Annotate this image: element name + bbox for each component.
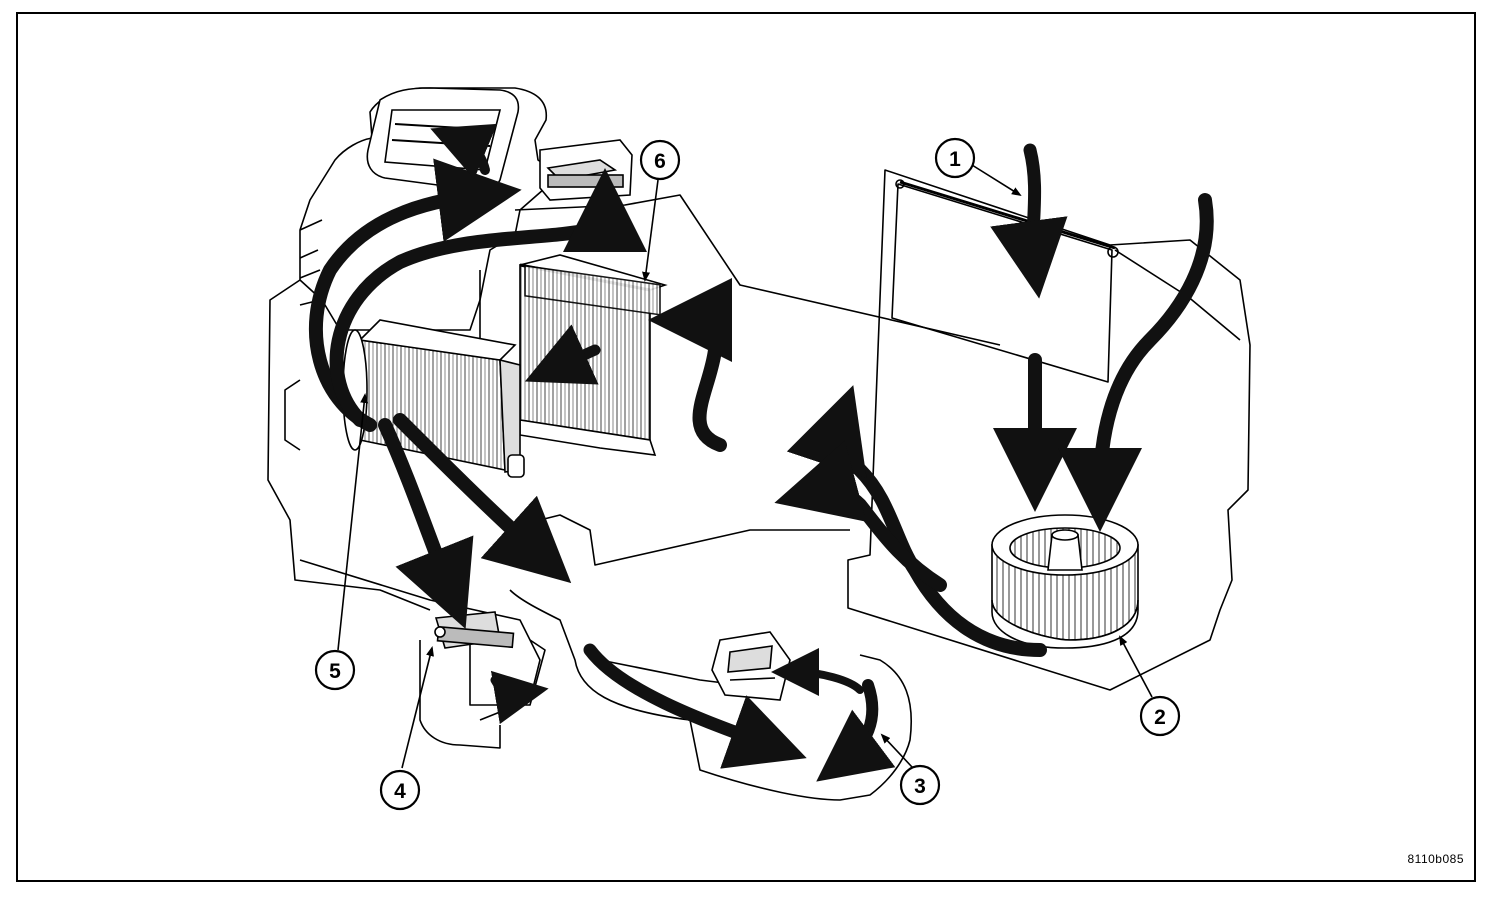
airflow-defrost-arrow xyxy=(309,158,522,432)
callouts: 1 2 3 4 5 6 xyxy=(314,137,1181,811)
defrost-outlet xyxy=(366,87,520,192)
leader-6 xyxy=(642,179,659,282)
callout-4: 4 xyxy=(379,769,421,811)
leader-3 xyxy=(880,733,913,768)
callout-5: 5 xyxy=(314,649,356,691)
callout-2: 2 xyxy=(1139,695,1181,737)
panel-outlet-door xyxy=(539,139,633,201)
figure-code: 8110b085 xyxy=(1407,852,1464,866)
airflow-side-duct-arrow xyxy=(393,413,572,584)
hvac-housing xyxy=(267,87,1251,801)
callout-1-label: 1 xyxy=(949,148,961,171)
callout-4-label: 4 xyxy=(394,780,406,803)
airflow-side-window-arrow xyxy=(771,648,864,697)
airflow-blower-outlet-arrow-2 xyxy=(774,440,947,592)
callout-leaders xyxy=(337,164,1153,769)
leader-5 xyxy=(337,393,369,651)
callout-6: 6 xyxy=(639,139,681,181)
airflow-side-duct-long-arrow xyxy=(583,643,807,769)
callout-5-label: 5 xyxy=(329,660,341,683)
figure-frame xyxy=(16,12,1476,882)
airflow-arrows xyxy=(309,123,1214,782)
floor-door xyxy=(434,611,515,649)
airflow-floor-arrow xyxy=(378,418,474,629)
airflow-evap-to-heater-arrow xyxy=(524,324,601,385)
callout-1: 1 xyxy=(934,137,976,179)
airflow-panel-arrow xyxy=(329,168,647,427)
callout-3: 3 xyxy=(899,764,941,806)
airflow-evaporator-in-arrow xyxy=(648,278,733,452)
airflow-defrost-outlet-arrow xyxy=(430,123,498,180)
callout-2-label: 2 xyxy=(1154,706,1166,729)
blower-motor-wheel xyxy=(991,514,1139,649)
airflow-intake-arrow-c xyxy=(1058,193,1214,532)
callout-6-label: 6 xyxy=(654,150,666,173)
leader-4 xyxy=(401,646,434,769)
airflow-side-outlet-arrow xyxy=(816,679,896,782)
leader-1 xyxy=(971,164,1022,197)
leader-2 xyxy=(1119,635,1153,698)
airflow-floor-outlet-arrow xyxy=(490,670,549,725)
side-window-outlet xyxy=(711,631,791,701)
airflow-intake-arrow-a xyxy=(990,143,1068,299)
callout-3-label: 3 xyxy=(914,775,926,798)
